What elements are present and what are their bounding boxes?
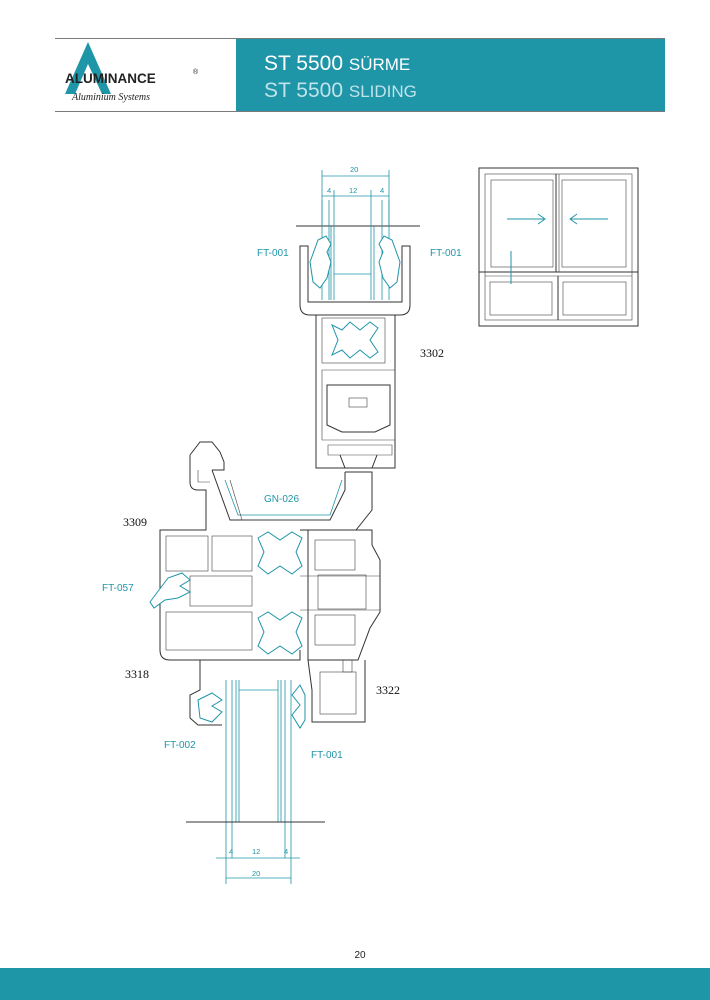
page-number: 20 <box>354 950 366 961</box>
top-dimensions: 20 4 12 4 <box>321 165 390 226</box>
label-ft001-top-right: FT-001 <box>430 248 462 259</box>
top-gaskets <box>309 235 401 289</box>
label-3318: 3318 <box>125 667 149 681</box>
label-3322: 3322 <box>376 683 400 697</box>
brand-name: ALUMINANCE <box>65 71 156 86</box>
brand-logo: ALUMINANCE ® Aluminium Systems <box>55 38 235 111</box>
label-ft057: FT-057 <box>102 583 134 594</box>
brand-tagline: Aluminium Systems <box>71 92 150 103</box>
bottom-glazing <box>186 680 325 858</box>
header-top-rule <box>55 38 665 39</box>
dim-bottom-right: 4 <box>284 847 288 856</box>
title-turkish-sub: SÜRME <box>348 55 411 74</box>
glazing-bead <box>224 479 343 521</box>
dim-top-left: 4 <box>327 186 331 195</box>
dim-bottom-total: 20 <box>252 869 260 878</box>
title-english-main: ST 5500 <box>264 79 344 102</box>
lower-profiles <box>189 659 366 729</box>
title-turkish-main: ST 5500 <box>264 52 344 75</box>
title-english-sub: SLIDING <box>348 82 417 101</box>
label-ft002: FT-002 <box>164 740 196 751</box>
title-band: ST 5500 SÜRME ST 5500 SLIDING <box>236 39 665 111</box>
dim-top-total: 20 <box>350 165 358 174</box>
label-ft001-bottom: FT-001 <box>311 750 343 761</box>
title-turkish: ST 5500 SÜRME <box>264 52 410 76</box>
window-elevation <box>478 167 639 327</box>
label-3309: 3309 <box>123 515 147 529</box>
label-3302: 3302 <box>420 346 444 360</box>
brand-registered-mark: ® <box>193 68 199 76</box>
footer-band <box>0 968 710 1000</box>
dim-top-right: 4 <box>380 186 384 195</box>
header-bottom-rule <box>55 111 665 112</box>
logo-triangle-icon: ALUMINANCE ® Aluminium Systems <box>65 42 199 103</box>
label-gn026: GN-026 <box>264 494 299 505</box>
frame-profile <box>149 441 381 661</box>
title-english: ST 5500 SLIDING <box>264 79 417 103</box>
label-ft001-top-left: FT-001 <box>257 248 289 259</box>
sash-profile <box>299 245 411 469</box>
dim-top-mid: 12 <box>349 186 357 195</box>
dim-bottom-left: 4 <box>229 847 233 856</box>
dim-bottom-mid: 12 <box>252 847 260 856</box>
bottom-dimensions: 4 12 4 20 <box>216 847 300 884</box>
